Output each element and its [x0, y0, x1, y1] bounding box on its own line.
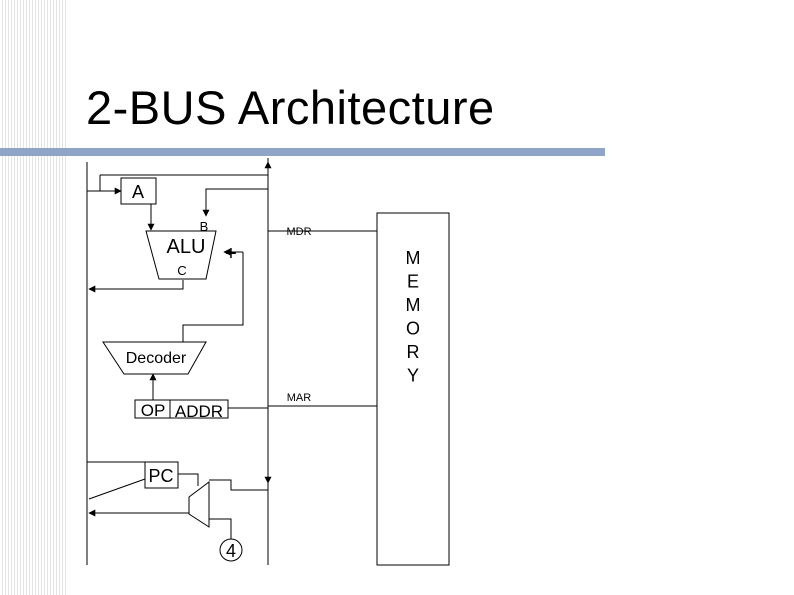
mdr-label: MDR: [286, 226, 311, 238]
feedback-to-decoder-wire: [182, 252, 244, 342]
memory-letter: M: [406, 248, 421, 268]
plus-sign: +: [225, 243, 237, 265]
memory-letter: R: [407, 342, 420, 362]
decoder-label: Decoder: [126, 350, 187, 367]
adder-shape: [188, 481, 210, 528]
addr-label: ADDR: [175, 402, 223, 421]
pc-to-adder-wire: [178, 473, 199, 486]
slide-title: 2-BUS Architecture: [86, 81, 495, 134]
memory-box: [376, 212, 450, 566]
a-input-stub: [87, 175, 101, 192]
alu-input-b-label: B: [200, 219, 209, 234]
adder-to-bus-wire: [209, 479, 268, 491]
memory-letter: O: [406, 319, 420, 339]
pc-label: PC: [148, 466, 173, 486]
alu-label: ALU: [167, 236, 206, 258]
instruction-register-box: [134, 399, 229, 419]
register-a-box: [120, 177, 157, 205]
memory-letter: E: [407, 272, 419, 292]
mar-label: MAR: [287, 392, 312, 404]
constant-four-circle: [219, 538, 243, 562]
constant-four-label: 4: [226, 541, 236, 561]
op-label: OP: [141, 401, 166, 420]
alu-output-c-label: C: [177, 263, 186, 278]
decoder-shape: [102, 341, 207, 375]
alu-shape: [145, 230, 217, 280]
pc-box: [144, 461, 179, 489]
four-to-adder-wire: [209, 518, 232, 540]
memory-letter: M: [406, 295, 421, 315]
alu-out-to-bus-wire: [88, 280, 184, 293]
pc-shadow-line: [88, 478, 146, 500]
bus-to-alu-b-wire: [202, 188, 268, 217]
memory-letter: Y: [407, 366, 419, 386]
title-underline: [0, 148, 605, 156]
register-a-label: A: [132, 182, 144, 202]
left-stripe-decoration: [0, 0, 68, 595]
